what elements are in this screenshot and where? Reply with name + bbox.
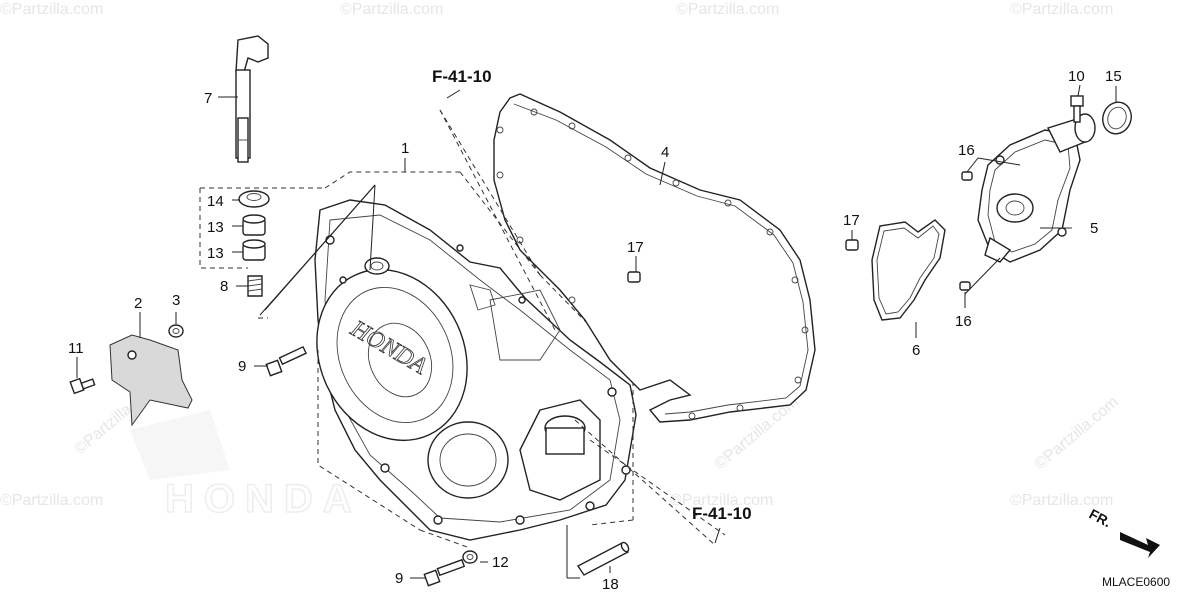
- dowel-16-upper: [961, 171, 973, 181]
- callout-2: 2: [134, 295, 142, 312]
- callout-10: 10: [1068, 68, 1085, 85]
- bolt-11: [69, 377, 96, 395]
- callout-17-right: 17: [843, 212, 860, 229]
- spring-8: [247, 275, 263, 297]
- o-ring-6: [871, 219, 946, 321]
- dowel-16-lower: [959, 281, 971, 291]
- washer-3: [168, 324, 184, 338]
- bolt-9-upper: [265, 345, 307, 377]
- leader-lines: [76, 84, 1117, 579]
- bearing-13-lower: [242, 239, 266, 261]
- front-direction-label: FR.: [1087, 506, 1114, 531]
- watermark-text: ©Partzilla.com: [0, 1, 103, 18]
- brand-watermark-logo: HONDA: [130, 410, 362, 522]
- callout-13-upper: 13: [207, 219, 224, 236]
- cover-plate-2: [109, 334, 193, 427]
- bolt-10: [1070, 95, 1084, 123]
- front-direction-arrow-icon: [1120, 532, 1160, 558]
- watermark-text: ©Partzilla.com: [1010, 492, 1113, 509]
- dowel-17-right: [845, 239, 859, 251]
- brand-watermark-text: HONDA: [165, 477, 362, 521]
- callout-5: 5: [1090, 220, 1098, 237]
- callout-7: 7: [204, 90, 212, 107]
- callout-9-lower: 9: [395, 570, 403, 587]
- pipe-18: [576, 541, 630, 576]
- shaft-part: [235, 35, 269, 163]
- callout-12: 12: [492, 554, 509, 571]
- callouts: 1 2 3 4 5 6 7 8 9 9 10 11 12 13 13 14 15…: [68, 68, 1122, 593]
- bolt-9-lower: [423, 558, 466, 587]
- callout-18: 18: [602, 576, 619, 593]
- watermark-text: ©Partzilla.com: [670, 492, 773, 509]
- watermark-text: ©Partzilla.com: [676, 1, 779, 18]
- group-bracket-cover: [317, 171, 634, 549]
- diagram-code: MLACE0600: [1102, 575, 1170, 589]
- reference-dashed-lines: [439, 109, 1072, 546]
- crankcase-cover: HONDA: [314, 199, 637, 541]
- callout-9-upper: 9: [238, 358, 246, 375]
- callout-13-lower: 13: [207, 245, 224, 262]
- callout-15: 15: [1105, 68, 1122, 85]
- bearing-13-upper: [242, 214, 266, 236]
- callout-4: 4: [661, 144, 669, 161]
- callout-6: 6: [912, 342, 920, 359]
- group-bracket-bearings: [199, 187, 325, 319]
- callout-14: 14: [207, 193, 224, 210]
- dowel-17-center: [627, 271, 641, 283]
- water-pump-5: [977, 113, 1096, 263]
- callout-11: 11: [68, 340, 84, 357]
- callout-17-center: 17: [627, 239, 644, 256]
- callout-8: 8: [220, 278, 228, 295]
- washer-12: [462, 550, 478, 564]
- callout-16-lower: 16: [955, 313, 972, 330]
- reference-label-top: F-41-10: [432, 67, 492, 86]
- callout-1: 1: [401, 140, 409, 157]
- seal-14: [238, 190, 270, 208]
- reference-label-bottom: F-41-10: [692, 504, 752, 523]
- o-ring-15: [1102, 101, 1132, 135]
- callout-16-upper: 16: [958, 142, 975, 159]
- watermark-text: ©Partzilla.com: [0, 492, 103, 509]
- gasket-4: [493, 93, 816, 423]
- watermark-text: ©Partzilla.com: [1010, 1, 1113, 18]
- callout-3: 3: [172, 292, 180, 309]
- watermark-text: ©Partzilla.com: [340, 1, 443, 18]
- watermark-text: ©Partzilla.com: [1032, 394, 1122, 473]
